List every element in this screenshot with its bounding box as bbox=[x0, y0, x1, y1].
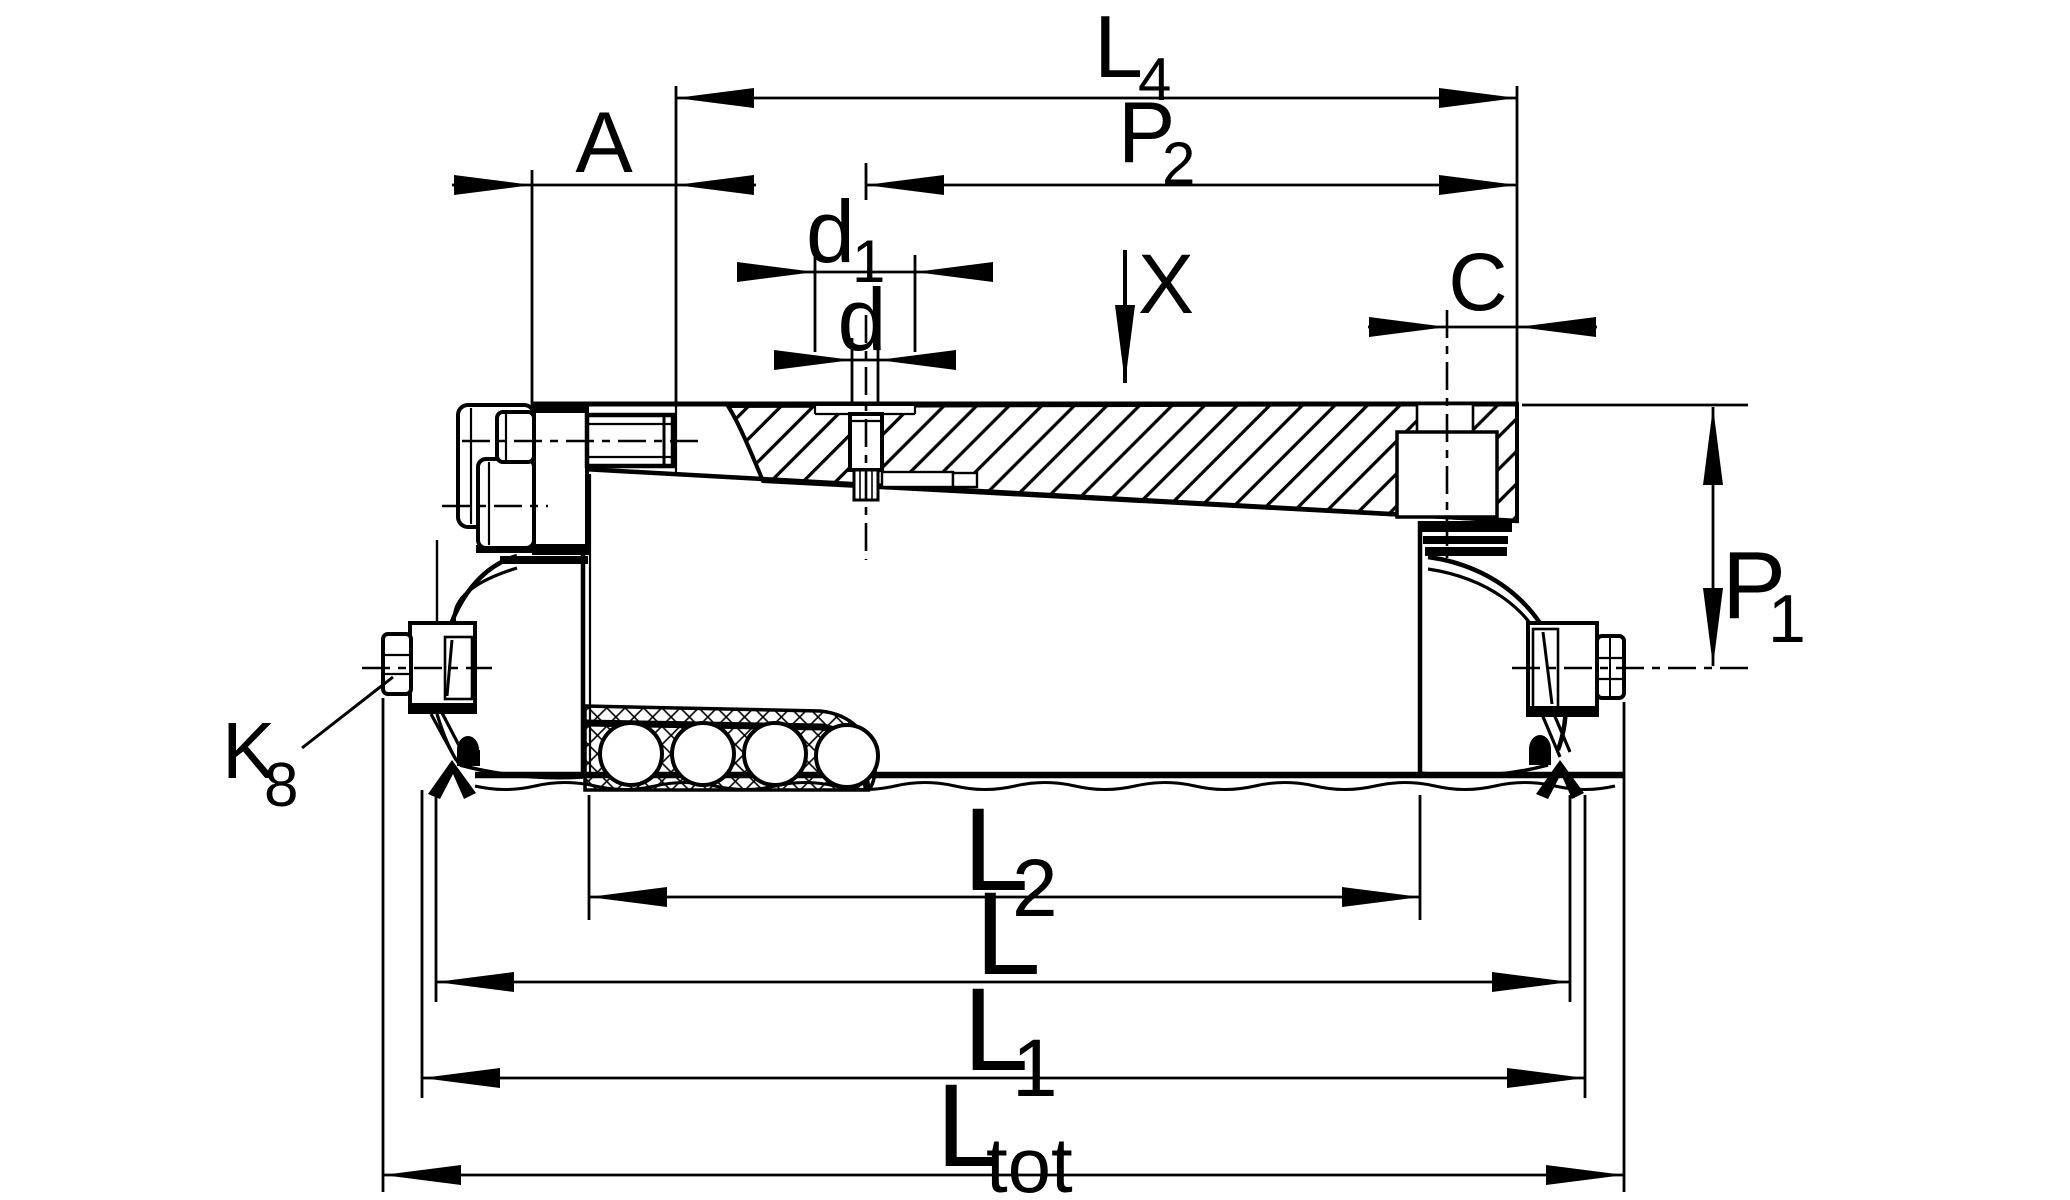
dimension-d: d bbox=[774, 270, 956, 370]
dim-label-L4-sub: 4 bbox=[1138, 46, 1171, 113]
dimension-L: L bbox=[436, 868, 1570, 1000]
upper-screw-head bbox=[495, 410, 536, 464]
dim-label-L2-sub: 2 bbox=[1012, 843, 1058, 934]
dim-label-P1-sub: 1 bbox=[1768, 581, 1806, 657]
roller bbox=[670, 721, 736, 787]
dim-label-L4: L bbox=[1094, 0, 1143, 96]
dim-label-d1: d bbox=[806, 182, 855, 281]
roller bbox=[814, 723, 880, 789]
dimension-C: C bbox=[1368, 237, 1597, 337]
roller bbox=[598, 721, 664, 787]
dimension-Ltot: L tot bbox=[383, 1060, 1624, 1200]
dim-label-P2: P bbox=[1118, 85, 1175, 181]
section-arrow-X: X bbox=[1115, 237, 1194, 383]
section-label-X: X bbox=[1138, 237, 1194, 331]
callout-K8: K 8 bbox=[222, 675, 394, 820]
dim-label-C: C bbox=[1448, 237, 1507, 328]
clamp-block bbox=[532, 402, 589, 555]
dimension-A: A bbox=[452, 95, 756, 195]
dim-label-Ltot-sub: tot bbox=[986, 1121, 1073, 1200]
roller bbox=[742, 721, 808, 787]
callout-label-K8: K bbox=[222, 706, 275, 795]
roller-cage bbox=[583, 704, 880, 792]
dim-label-A: A bbox=[575, 95, 633, 191]
dim-label-Ltot: L bbox=[936, 1060, 1002, 1192]
dimension-P2: P 2 bbox=[866, 85, 1517, 197]
dim-label-L2: L bbox=[963, 784, 1029, 916]
callout-label-K8-sub: 8 bbox=[264, 751, 298, 820]
dimension-L4: L 4 bbox=[676, 0, 1517, 113]
right-end-seal-assembly bbox=[1419, 554, 1748, 799]
mounting-screw bbox=[848, 315, 884, 560]
lube-nipple-left bbox=[381, 632, 413, 696]
dim-label-d: d bbox=[838, 270, 887, 369]
left-end-seal-assembly bbox=[362, 540, 584, 799]
dim-label-P1: P bbox=[1722, 532, 1786, 639]
dim-label-L1-sub: 1 bbox=[1012, 1023, 1058, 1114]
extension-lines bbox=[381, 86, 1748, 1192]
lower-screw-head bbox=[476, 457, 536, 550]
dim-label-L1: L bbox=[963, 964, 1029, 1096]
dimension-L2: L 2 bbox=[589, 784, 1420, 934]
dim-label-d1-sub: 1 bbox=[852, 228, 885, 295]
dimension-P1: P 1 bbox=[1703, 407, 1806, 666]
dim-label-P2-sub: 2 bbox=[1162, 130, 1195, 197]
dim-label-L: L bbox=[975, 868, 1041, 1000]
adjusting-bolt-assembly bbox=[442, 402, 700, 555]
end-hole-c bbox=[1395, 310, 1499, 558]
dimension-d1: d 1 bbox=[737, 182, 993, 295]
wedge-plate-section bbox=[533, 310, 1519, 560]
clearance-notch bbox=[880, 470, 979, 489]
dimension-L1: L 1 bbox=[422, 964, 1585, 1114]
